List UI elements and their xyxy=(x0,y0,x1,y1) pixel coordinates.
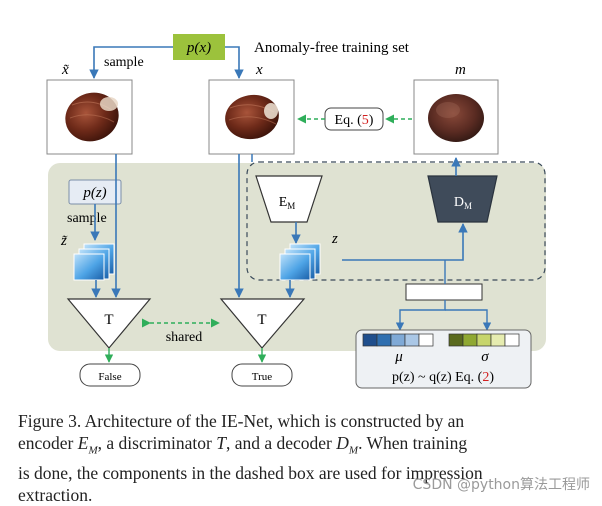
decoder-label: DM xyxy=(454,195,472,211)
px-label: p(x) xyxy=(186,40,211,56)
impression-dashed-box xyxy=(246,161,546,281)
caption-line-2c: , and a decoder xyxy=(225,433,337,453)
discriminator-left-label: T xyxy=(104,312,113,328)
caption-line-2d: . When training xyxy=(358,433,468,453)
discriminator-right-label: T xyxy=(257,312,266,328)
hazelnut-x xyxy=(225,94,279,140)
training-set-label: Anomaly-free training set xyxy=(254,40,410,56)
decoder-block xyxy=(427,175,498,223)
pz-label: p(z) xyxy=(82,185,106,201)
z-label: z xyxy=(331,231,338,247)
sample-arrow-top xyxy=(89,46,173,79)
caption-dm: DM xyxy=(336,433,359,457)
true-output-label: True xyxy=(252,371,272,383)
sigma-label: σ xyxy=(481,349,489,365)
prior-equation: p(z) ~ q(z) Eq. (2) xyxy=(392,370,494,385)
mu-label: μ xyxy=(394,349,403,365)
z-feature-stack xyxy=(279,243,321,281)
false-output-box xyxy=(79,363,141,387)
shared-label: shared xyxy=(166,330,203,345)
mu-cells xyxy=(362,333,434,347)
latent-linear-bar xyxy=(405,283,483,301)
true-output-box xyxy=(231,363,293,387)
bar-to-sigma-arrow xyxy=(445,309,492,331)
discriminator-left xyxy=(66,298,152,349)
false-output-label: False xyxy=(98,371,121,383)
caption-line-2b: , a discriminator xyxy=(97,433,217,453)
m-label: m xyxy=(455,62,466,78)
px-to-x-arrow xyxy=(225,46,244,79)
sample-label-top: sample xyxy=(104,55,144,70)
px-box xyxy=(173,34,225,60)
discriminator-right xyxy=(219,298,306,349)
z-tilde-label: z̃ xyxy=(60,233,67,249)
hazelnut-m xyxy=(428,94,484,142)
hazelnut-x-tilde xyxy=(65,92,119,142)
caption-line-2a: encoder xyxy=(18,433,78,453)
z-to-decoder-arrow xyxy=(342,223,468,261)
watermark: CSDN @python算法工程师 xyxy=(412,477,590,493)
eq5-text: Eq. (5) xyxy=(335,113,374,128)
x-label: x xyxy=(255,62,263,78)
caption-em: EM xyxy=(77,433,98,457)
sigma-cells xyxy=(448,333,520,347)
z-tilde-feature-stack xyxy=(73,243,115,281)
figure-caption: Figure 3. Architecture of the IE-Net, wh… xyxy=(18,410,588,506)
encoder-label: EM xyxy=(279,195,296,211)
caption-t: T xyxy=(216,433,226,453)
caption-line-4: extraction. xyxy=(18,484,93,505)
bar-to-mu-arrow xyxy=(395,300,446,331)
sample-label-left: sample xyxy=(67,211,107,226)
caption-line-3: is done, the components in the dashed bo… xyxy=(18,462,483,483)
caption-line-1: Figure 3. Architecture of the IE-Net, wh… xyxy=(18,411,465,431)
x-tilde-label: x̃ xyxy=(61,62,69,78)
encoder-block xyxy=(255,175,323,223)
